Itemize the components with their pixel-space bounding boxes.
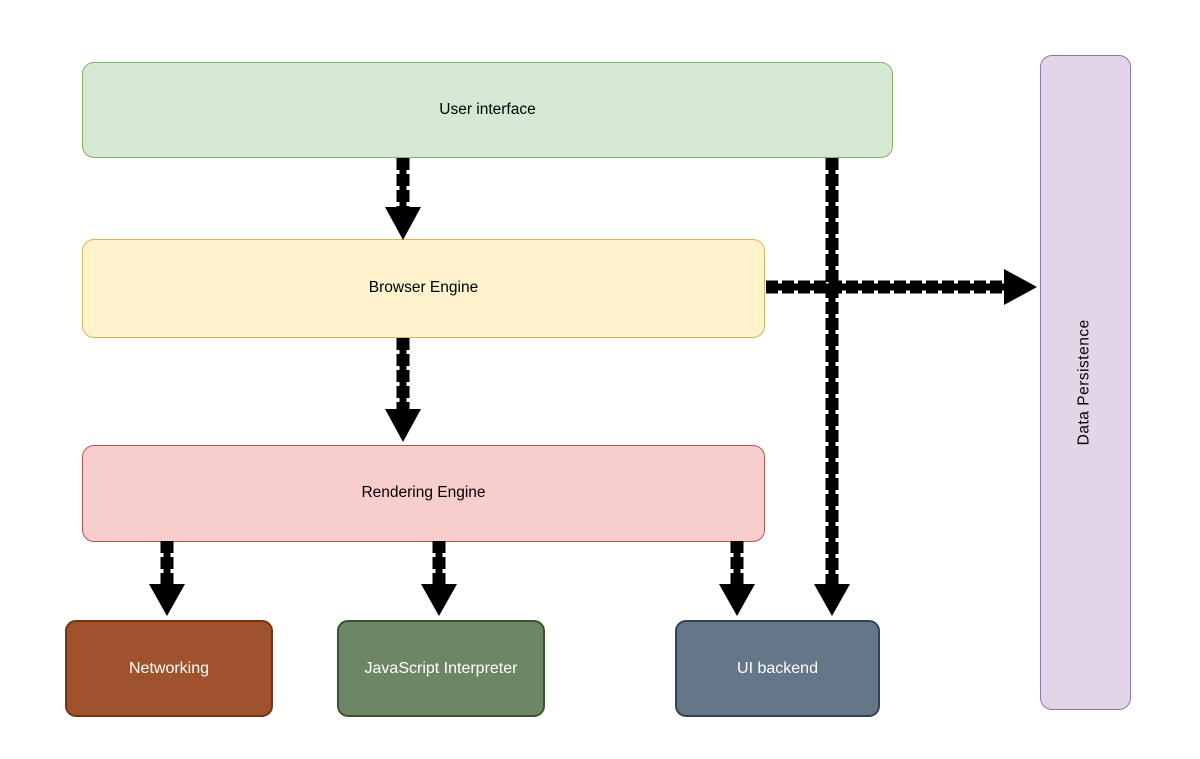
arrowhead-down-icon [421, 584, 457, 616]
node-ui-backend: UI backend [675, 620, 880, 717]
arrowhead-down-icon [719, 584, 755, 616]
node-javascript-interpreter: JavaScript Interpreter [337, 620, 545, 717]
arrowhead-down-icon [814, 584, 850, 616]
node-data-persistence: Data Persistence [1040, 55, 1131, 710]
arrowhead-down-icon [385, 207, 421, 240]
edge-rendering-engine-to-javascript-interpreter [421, 541, 457, 616]
node-user-interface: User interface [82, 62, 893, 158]
node-rendering-engine: Rendering Engine [82, 445, 765, 542]
node-javascript-interpreter-label: JavaScript Interpreter [364, 659, 518, 677]
node-networking: Networking [65, 620, 273, 717]
node-data-persistence-label: Data Persistence [1076, 319, 1094, 446]
node-networking-label: Networking [128, 659, 210, 677]
node-user-interface-label: User interface [439, 100, 536, 118]
edge-rendering-engine-to-networking [149, 541, 185, 616]
arrowhead-down-icon [385, 409, 421, 442]
edge-user-interface-to-browser-engine [385, 158, 421, 240]
edge-browser-engine-to-rendering-engine [385, 338, 421, 442]
node-ui-backend-label: UI backend [737, 659, 818, 677]
node-browser-engine: Browser Engine [82, 239, 765, 338]
node-browser-engine-label: Browser Engine [368, 279, 479, 297]
arrowhead-down-icon [149, 584, 185, 616]
edge-rendering-engine-to-ui-backend [719, 541, 755, 616]
arrowhead-right-icon [1004, 269, 1037, 305]
node-rendering-engine-label: Rendering Engine [361, 484, 486, 502]
edge-browser-engine-to-data-persistence [766, 269, 1037, 305]
edge-user-interface-to-ui-backend [814, 158, 850, 616]
